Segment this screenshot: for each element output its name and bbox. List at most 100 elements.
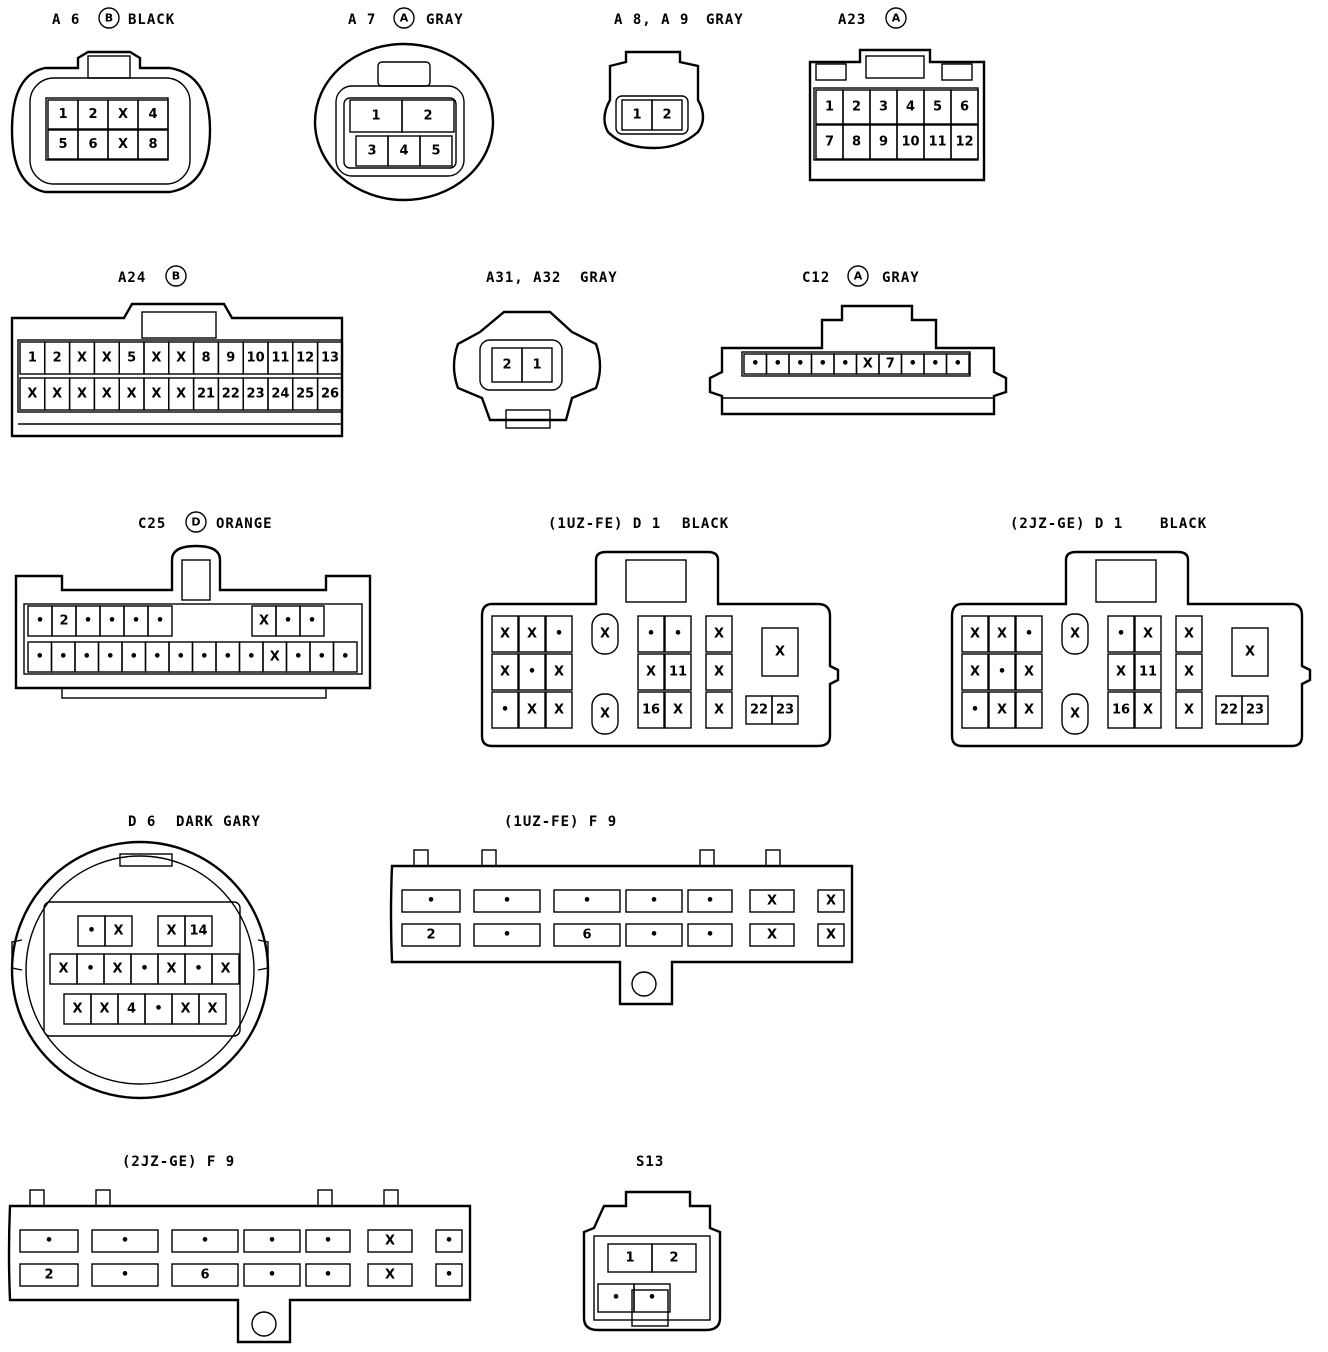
f9a-grid-blk4-top-cell: [687, 889, 733, 913]
c25-pin-top-l-2-label: •: [84, 614, 92, 629]
d1a-grid-left-0-2-cell: [545, 615, 573, 653]
c12-pin-6-label: 7: [886, 357, 895, 372]
f9a-grid-blk6-bot-label: X: [826, 928, 836, 943]
a23-circled-letter: A: [892, 12, 901, 25]
d1b-grid-mid2-2-0-cell: [1107, 691, 1135, 729]
s13-pin-top-0-label: 1: [625, 1251, 634, 1266]
d1b-grid-mid2-1-1-cell: [1134, 653, 1162, 691]
a24-circle: [165, 265, 187, 287]
f9a-grid-blk1-top-label: •: [503, 894, 511, 909]
d1b-grid-left-1-1-cell: [988, 653, 1016, 691]
d1a-grid-pair-1-cell: [771, 695, 799, 725]
d1a-grid-right-2-label: X: [714, 703, 724, 718]
f9b-grid-blk2-top-label: •: [201, 1234, 209, 1249]
f9b-grid-blk2-top-cell: [171, 1229, 239, 1253]
a24-pin-top-1-label: 2: [53, 351, 62, 366]
d1b-grid-mid2-2-1-label: X: [1143, 703, 1153, 718]
d1a-grid-left-0-1-label: X: [527, 627, 537, 642]
c25-pin-top-l-3-label: •: [108, 614, 116, 629]
a24-pin-bot-6-label: X: [176, 387, 186, 402]
d1b-grid-mid1-0-cell: [1061, 613, 1089, 655]
a23-pin-r2-2-label: 9: [879, 135, 888, 150]
d1b-code: (2JZ-GE) D 1: [1010, 516, 1123, 532]
f9b-code: (2JZ-GE) F 9: [122, 1154, 235, 1170]
f9b-grid-blk1-top-label: •: [121, 1234, 129, 1249]
d1b-grid-left-2-1-label: X: [997, 703, 1007, 718]
d1a-grid-left-2-1-label: X: [527, 703, 537, 718]
a6-pin-r1-3-cell: [137, 99, 169, 130]
f9a-grid-blk3-top-label: •: [650, 894, 658, 909]
d6-pin-top-r-0-label: X: [166, 924, 176, 939]
d1b-grid-mid2-0-0-label: •: [1117, 627, 1125, 642]
d6-pin-mid-6-label: X: [220, 962, 230, 977]
c12-pin-1-label: •: [774, 357, 782, 372]
d1a-grid-left-1-0-label: X: [500, 665, 510, 680]
c25-pin-bot-5-label: •: [153, 650, 161, 665]
d1a-grid-box-cell: [761, 627, 799, 677]
f9a-grid-blk2-top-label: •: [583, 894, 591, 909]
a24-pin-bot-8-label: 22: [222, 387, 240, 402]
f9a-grid-blk1-top-cell: [473, 889, 541, 913]
d1b-grid-right-2-cell: [1175, 691, 1203, 729]
f9b-grid-blk6-bot-cell: [435, 1263, 463, 1287]
c25-pin-top-l-1-label: 2: [59, 614, 68, 629]
c12-color: GRAY: [882, 270, 920, 286]
d1a-grid-left-0-2-label: •: [555, 627, 563, 642]
a23-pin-r1-4-label: 5: [933, 100, 942, 115]
d1b-grid-pair-0-label: 22: [1220, 703, 1238, 718]
c25-pin-top-l-4-label: •: [132, 614, 140, 629]
a24-pin-top-9-label: 10: [247, 351, 265, 366]
d1b-grid-left-2-2-cell: [1015, 691, 1043, 729]
d1b-grid-left-2-2-label: X: [1024, 703, 1034, 718]
f9b-grid-blk4-bot-cell: [305, 1263, 351, 1287]
a89-pin-1-label: 2: [662, 108, 671, 123]
d1a-grid-mid2-0-0-cell: [637, 615, 665, 653]
a23-pin-r1-5-label: 6: [960, 100, 969, 115]
d1b-grid-box-cell: [1231, 627, 1269, 677]
d1a-grid-mid1-1-label: X: [600, 707, 610, 722]
d1a-grid-right-0-cell: [705, 615, 733, 653]
a24-pin-bot-12-cell: [316, 377, 344, 411]
a23-pin-r2-3-label: 10: [901, 135, 919, 150]
a24-pin-top-11-label: 12: [296, 351, 314, 366]
a6-code: A 6: [52, 12, 80, 28]
d1a-grid-left-0-0-cell: [491, 615, 519, 653]
c25-pin-bot-6-label: •: [177, 650, 185, 665]
c12-circle: [847, 265, 869, 287]
d1b-grid-left-2-0-cell: [961, 691, 989, 729]
a24-pin-top-4-label: 5: [127, 351, 136, 366]
d1a-grid-mid2-2-1-label: X: [673, 703, 683, 718]
c25-pin-top-l-0-label: •: [36, 614, 44, 629]
c25-code: C25: [138, 516, 166, 532]
c25-circle: [185, 511, 207, 533]
d1b-grid-mid1-1-label: X: [1070, 707, 1080, 722]
d1b-grid-right-1-label: X: [1184, 665, 1194, 680]
a6-pin-r1-3-label: 4: [148, 107, 157, 122]
a23-pin-r2-0-label: 7: [825, 135, 834, 150]
d1a-grid-right-1-label: X: [714, 665, 724, 680]
f9b-grid-blk2-bot-cell: [171, 1263, 239, 1287]
d1b-grid-left-0-2-label: •: [1025, 627, 1033, 642]
f9b-grid-blk4-top-label: •: [324, 1234, 332, 1249]
f9a-grid-blk5-top-cell: [749, 889, 795, 913]
c25-pin-top-r-1-label: •: [284, 614, 292, 629]
a3132-pin-1-label: 1: [532, 358, 541, 373]
d1b-grid-left-2-0-label: •: [971, 703, 979, 718]
a89-pin-0-label: 1: [632, 108, 641, 123]
d6-pin-bot-5-label: X: [207, 1002, 217, 1017]
a6-pin-r2-3-label: 8: [148, 137, 157, 152]
f9a-grid-blk5-top-label: X: [767, 894, 777, 909]
d1a-grid-mid2-0-0-label: •: [647, 627, 655, 642]
f9a-grid-blk1-bot-cell: [473, 923, 541, 947]
a24-pin-bot-4-label: X: [127, 387, 137, 402]
f9b-grid-blk5-bot-label: X: [385, 1268, 395, 1283]
d1b-grid-pair-1-cell: [1241, 695, 1269, 725]
d1a-grid-mid1-0-cell: [591, 613, 619, 655]
a23-pin-r2-1-label: 8: [852, 135, 861, 150]
